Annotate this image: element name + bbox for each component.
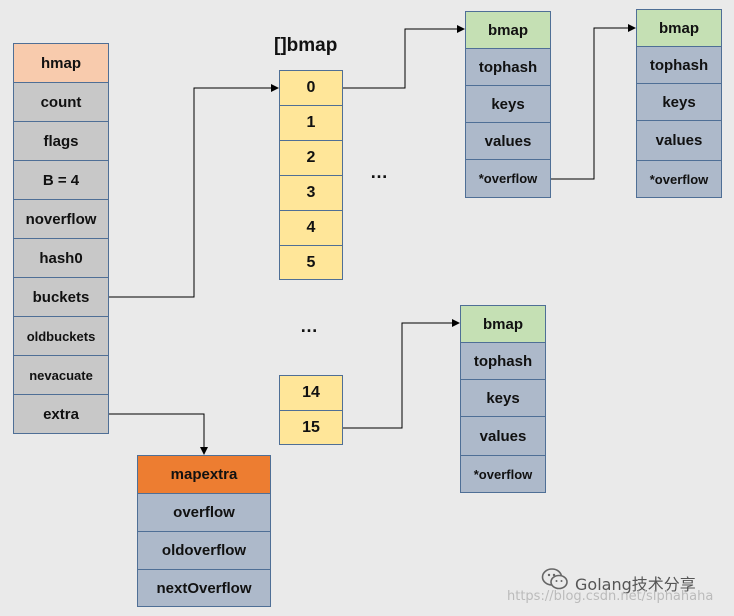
bmap-overflow-keys: keys [636,83,722,121]
bmap-first-header: bmap [465,11,551,49]
bucket-index-4: 4 [279,210,343,246]
mapextra-field-overflow: overflow [137,493,271,532]
arrow-extra-to-mapextra [108,413,208,455]
hmap-field-flags: flags [13,121,109,161]
arrow-overflow-to-bmap [550,24,636,180]
bucket-index-5: 5 [279,245,343,280]
bmap-first-keys: keys [465,85,551,123]
bmap-first-values: values [465,122,551,160]
hmap-field-buckets: buckets [13,277,109,317]
bmap-overflow-tophash: tophash [636,46,722,84]
hmap-field-hash0: hash0 [13,238,109,278]
mapextra-field-nextoverflow: nextOverflow [137,569,271,607]
bmap-last-keys: keys [460,379,546,417]
arrow-bucket0-to-bmap [343,25,465,89]
watermark-url: https://blog.csdn.net/slphahaha [507,589,714,604]
hmap-field-count: count [13,82,109,122]
arrow-bucket15-to-bmap [343,319,460,429]
bmap-last-header: bmap [460,305,546,343]
mapextra-field-oldoverflow: oldoverflow [137,531,271,570]
hmap-field-nevacuate: nevacuate [13,355,109,395]
bmap-first-overflow: *overflow [465,159,551,198]
bmap-last-tophash: tophash [460,342,546,380]
bucket-index-15: 15 [279,410,343,445]
bucket-array-gap-ellipsis: … [300,316,318,336]
bmap-overflow-header: bmap [636,9,722,47]
bmap-overflow-values: values [636,120,722,161]
bucket-index-3: 3 [279,175,343,211]
bucket-array-title: []bmap [274,35,338,56]
bmap-last-values: values [460,416,546,456]
bmap-last-overflow: *overflow [460,455,546,493]
hmap-header: hmap [13,43,109,83]
hmap-field-noverflow: noverflow [13,199,109,239]
hmap-field-b: B = 4 [13,160,109,200]
side-ellipsis: … [370,162,388,182]
wechat-logo-icon [541,568,568,590]
arrow-buckets-to-array [108,84,279,298]
hmap-field-oldbuckets: oldbuckets [13,316,109,356]
bucket-index-2: 2 [279,140,343,176]
hmap-field-extra: extra [13,394,109,434]
watermark-brand: Golang技术分享 [575,575,696,594]
bmap-first-tophash: tophash [465,48,551,86]
bucket-index-0: 0 [279,70,343,106]
bucket-index-1: 1 [279,105,343,141]
bucket-index-14: 14 [279,375,343,411]
mapextra-header: mapextra [137,455,271,494]
bmap-overflow-overflow: *overflow [636,160,722,198]
